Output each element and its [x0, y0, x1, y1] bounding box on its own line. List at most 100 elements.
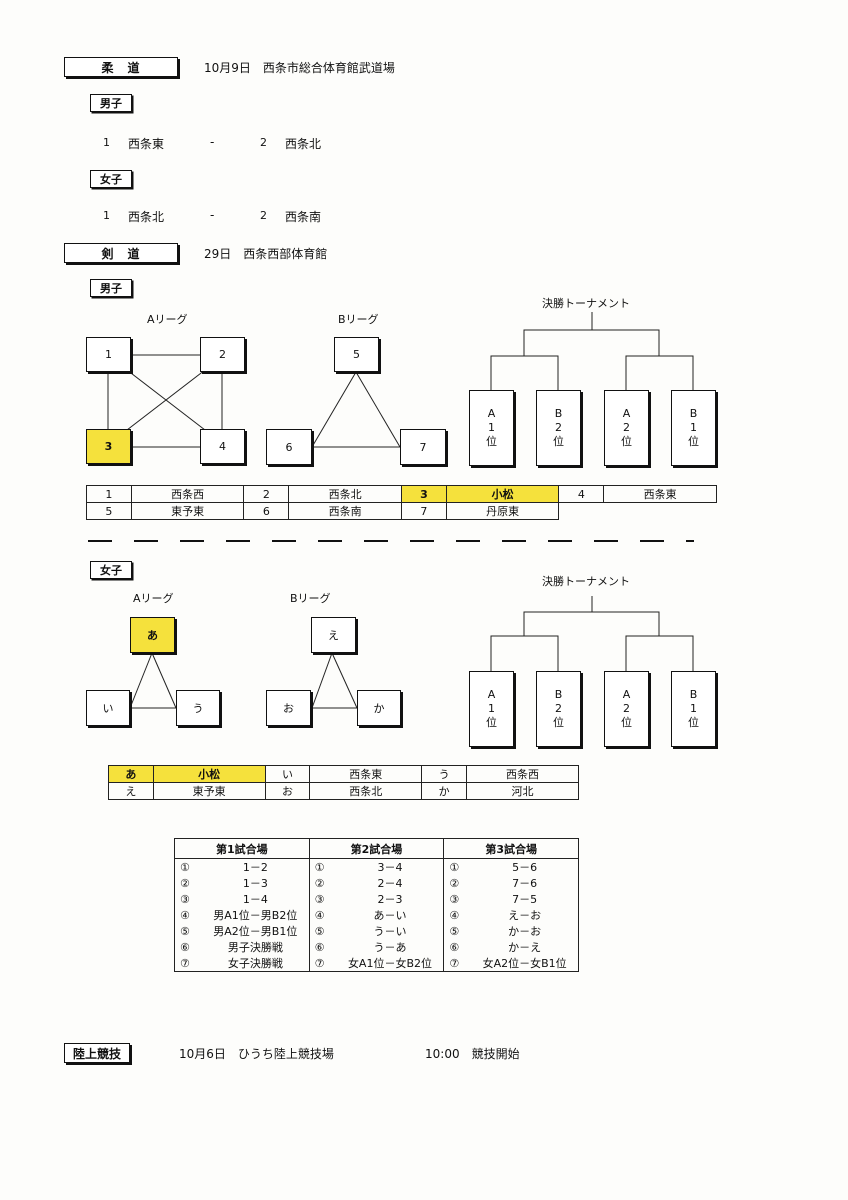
box-line: 1: [488, 702, 495, 715]
judo-girls-n1: 1: [103, 209, 110, 222]
match-pairing: う－い: [336, 923, 445, 939]
boys-final-box-b2: B 2 位: [536, 390, 581, 466]
match-number: ⑥: [443, 939, 472, 955]
kendo-date-venue: 29日 西条西部体育館: [204, 247, 328, 261]
judo-boys-t1: 西条東: [128, 137, 165, 151]
box-line: B: [689, 407, 698, 420]
team-num: 5: [86, 502, 132, 520]
match-number: ①: [174, 858, 202, 875]
match-pairing: あ－い: [336, 907, 445, 923]
team-num: 2: [243, 485, 290, 503]
boys-node-2: 2: [200, 337, 245, 372]
box-line: 1: [690, 421, 697, 434]
team-name: 小松: [152, 765, 266, 783]
box-line: 1: [488, 421, 495, 434]
match-number: ⑤: [174, 923, 202, 939]
team-name: 西条東: [309, 765, 423, 783]
girls-node-o: お: [266, 690, 311, 726]
match-number: ⑦: [443, 955, 472, 972]
boys-final-title: 決勝トーナメント: [542, 297, 630, 310]
box-line: 位: [621, 716, 632, 729]
box-line: 位: [688, 435, 699, 448]
girls-final-bracket-right: [625, 635, 694, 671]
boys-a-league-title: Aリーグ: [147, 313, 188, 326]
schedule-header: 第1試合場: [174, 838, 310, 859]
box-line: 位: [486, 716, 497, 729]
team-name: 西条東: [603, 485, 717, 503]
match-number: ③: [174, 891, 202, 907]
b-league-line-5-7: [355, 371, 401, 448]
girls-node-a: あ: [130, 617, 175, 653]
table-row: 5 東予東 6 西条南 7 丹原東: [86, 502, 717, 520]
match-number: ④: [443, 907, 472, 923]
match-number: ③: [308, 891, 337, 907]
boys-final-box-b1: B 1 位: [671, 390, 716, 466]
girls-final-box-b1: B 1 位: [671, 671, 716, 747]
match-pairing: 男A1位－男B2位: [202, 907, 310, 923]
match-number: ②: [174, 875, 202, 891]
box-line: 位: [621, 435, 632, 448]
team-name: 西条北: [309, 782, 423, 800]
match-pairing: 男子決勝戦: [202, 939, 310, 955]
team-name: 西条西: [130, 485, 245, 503]
match-number: ⑦: [174, 955, 202, 972]
match-pairing: か－お: [471, 923, 580, 939]
girls-node-e: え: [311, 617, 356, 653]
girls-node-i: い: [86, 690, 130, 726]
girls-final-bracket-top: [523, 611, 660, 636]
team-name: 西条北: [288, 485, 402, 503]
judo-boys-n1: 1: [103, 136, 110, 149]
judo-boys-dash: -: [210, 135, 215, 149]
table-row: え 東予東 お 西条北 か 河北: [108, 782, 580, 800]
match-pairing: う－あ: [336, 939, 445, 955]
girls-b-line-2: [331, 652, 358, 709]
girls-final-box-a2: A 2 位: [604, 671, 649, 747]
girls-a-line-2: [151, 652, 177, 709]
match-number: ②: [308, 875, 337, 891]
box-line: 2: [555, 421, 562, 434]
judo-girls-t2: 西条南: [285, 210, 322, 224]
girls-final-box-b2: B 2 位: [536, 671, 581, 747]
team-name: 西条西: [465, 765, 580, 783]
boys-final-bracket-left: [490, 355, 559, 390]
team-name: 河北: [465, 782, 580, 800]
judo-boys-n2: 2: [260, 136, 267, 149]
box-line: 位: [553, 716, 564, 729]
box-line: B: [554, 407, 563, 420]
match-pairing: 7－6: [471, 875, 580, 891]
judo-girls-label: 女子: [90, 170, 132, 188]
girls-node-ka: か: [357, 690, 401, 726]
schedule-header: 第3試合場: [443, 838, 579, 859]
box-line: A: [487, 688, 496, 701]
boys-final-box-a2: A 2 位: [604, 390, 649, 466]
team-num: あ: [108, 765, 154, 783]
girls-final-box-a1: A 1 位: [469, 671, 514, 747]
box-line: A: [622, 407, 631, 420]
match-number: ⑥: [174, 939, 202, 955]
match-pairing: 女A2位－女B1位: [471, 955, 580, 972]
match-pairing: 女A1位－女B2位: [336, 955, 445, 972]
boys-node-7: 7: [400, 429, 446, 465]
match-pairing: 1－2: [202, 858, 310, 875]
boys-node-6: 6: [266, 429, 312, 465]
match-pairing: 男A2位－男B1位: [202, 923, 310, 939]
athletics-title: 陸上競技: [64, 1043, 130, 1063]
athletics-start: 10:00 競技開始: [425, 1047, 520, 1061]
table-row: あ 小松 い 西条東 う 西条西: [108, 765, 580, 783]
team-num: 6: [243, 502, 290, 520]
boys-node-3: 3: [86, 429, 131, 464]
box-line: B: [554, 688, 563, 701]
kendo-title: 剣 道: [64, 243, 178, 263]
match-number: ②: [443, 875, 472, 891]
kendo-boys-label: 男子: [90, 279, 132, 297]
girls-node-u: う: [176, 690, 220, 726]
team-num: か: [421, 782, 467, 800]
judo-boys-label: 男子: [90, 94, 132, 112]
match-number: ⑥: [308, 939, 337, 955]
box-line: A: [622, 688, 631, 701]
